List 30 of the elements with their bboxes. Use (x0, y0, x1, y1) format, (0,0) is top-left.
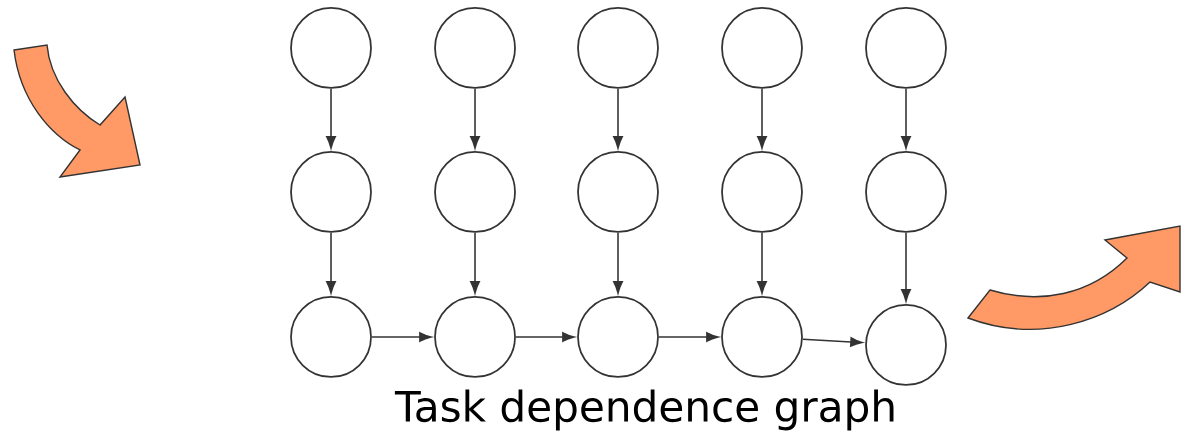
task-circle (434, 7, 516, 89)
arrow (326, 232, 336, 294)
arrow (658, 332, 719, 342)
arrow (613, 88, 623, 149)
task-circle (721, 296, 803, 378)
caption: Task dependence graph (394, 389, 894, 431)
arrow (470, 88, 480, 149)
task-circle (721, 151, 803, 233)
task-circle (290, 296, 372, 378)
arrow (757, 232, 767, 294)
task-circle (290, 151, 372, 233)
task-circle (865, 7, 947, 89)
arrow (802, 337, 863, 347)
task-circle (577, 296, 659, 378)
arrow (901, 232, 911, 302)
task-circle (577, 151, 659, 233)
task-circle (865, 151, 947, 233)
arrow (613, 232, 623, 294)
arrow (371, 332, 432, 342)
task-circle (290, 7, 372, 89)
task-circle (577, 7, 659, 89)
task-circle (865, 304, 947, 386)
arrow (515, 332, 575, 342)
arrow (470, 232, 480, 294)
arrow (757, 88, 767, 149)
arrow (326, 88, 336, 149)
arrow (901, 88, 911, 149)
task-circle (434, 151, 516, 233)
task-circle (434, 296, 516, 378)
task-circle (721, 7, 803, 89)
